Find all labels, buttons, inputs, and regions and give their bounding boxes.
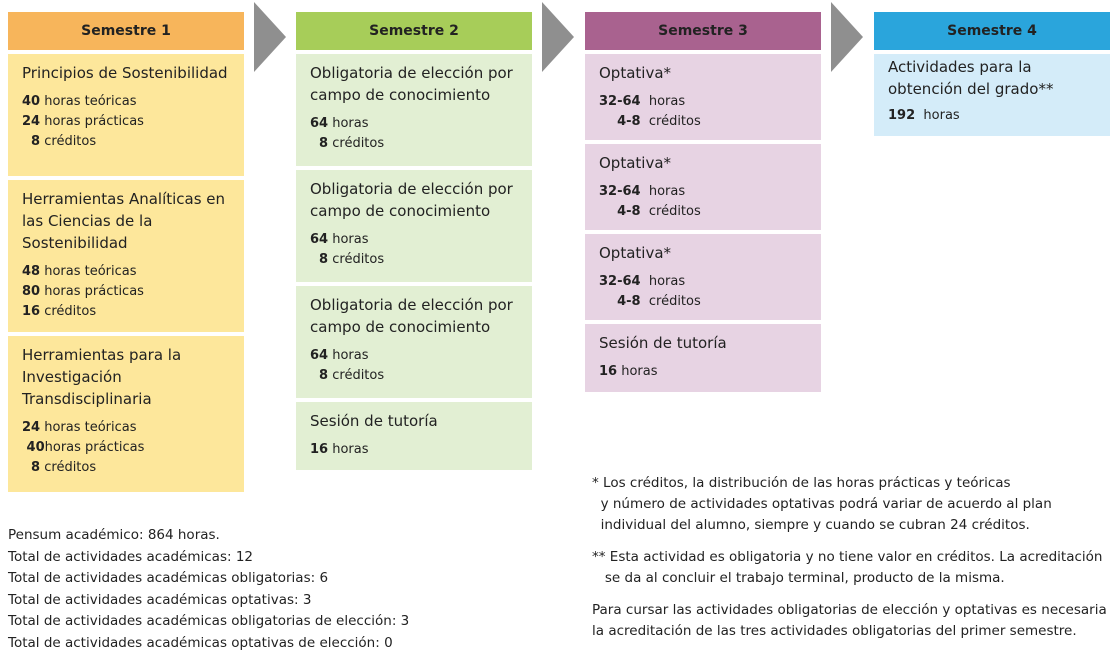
course-box: Sesión de tutoría 16 horas (585, 324, 821, 392)
semester-4-column: Semestre 4 Actividades para la obtención… (874, 12, 1110, 136)
course-hours-line: 24 horas teóricas (22, 420, 137, 435)
course-credits-line: 4-8 créditos (599, 204, 701, 219)
course-box: Sesión de tutoría 16 horas (296, 402, 532, 470)
course-hours-line: 24 horas prácticas (22, 114, 144, 129)
course-credits-line: 8 créditos (310, 136, 385, 151)
course-title: Obligatoria de elección por campo de con… (310, 64, 513, 104)
footnote-prerequisite: Para cursar las actividades obligatorias… (592, 602, 1107, 639)
course-box: Principios de Sostenibilidad 40 horas te… (8, 54, 244, 176)
footnote-credits: * Los créditos, la distribución de las h… (592, 475, 1052, 533)
course-hours-line: 40horas prácticas (22, 440, 145, 455)
course-credits-line: 8 créditos (22, 460, 97, 475)
course-title: Optativa* (599, 244, 672, 262)
arrow-right-icon (254, 2, 286, 72)
totals-line: Pensum académico: 864 horas. (8, 527, 220, 543)
semester-header: Semestre 2 (296, 12, 532, 50)
course-hours-line: 40 horas teóricas (22, 94, 137, 109)
totals-line: Total de actividades académicas optativa… (8, 634, 393, 651)
course-box: Optativa* 32-64 horas 4-8 créditos (585, 234, 821, 320)
totals-line: Total de actividades académicas obligato… (8, 570, 329, 586)
course-title: Principios de Sostenibilidad (22, 64, 228, 82)
course-box: Obligatoria de elección por campo de con… (296, 170, 532, 282)
course-hours-line: 32-64 horas (599, 274, 686, 289)
course-title: Actividades para la obtención del grado*… (888, 58, 1054, 98)
course-hours-line: 16 horas (310, 442, 369, 457)
totals-line: Total de actividades académicas obligato… (8, 613, 410, 629)
semester-header: Semestre 1 (8, 12, 244, 50)
course-credits-line: 4-8 créditos (599, 294, 701, 309)
course-box: Herramientas Analíticas en las Ciencias … (8, 180, 244, 332)
course-box: Optativa* 32-64 horas 4-8 créditos (585, 54, 821, 140)
semester-3-column: Semestre 3 Optativa* 32-64 horas 4-8 cré… (585, 12, 821, 392)
course-title: Herramientas para la Investigación Trans… (22, 346, 182, 408)
course-title: Herramientas Analíticas en las Ciencias … (22, 190, 226, 252)
course-hours-line: 64 horas (310, 116, 369, 131)
course-hours-line: 192 horas (888, 108, 960, 123)
course-credits-line: 16 créditos (22, 304, 97, 319)
totals-line: Total de actividades académicas optativa… (8, 591, 312, 608)
totals-line: Total de actividades académicas: 12 (8, 548, 253, 565)
course-title: Obligatoria de elección por campo de con… (310, 296, 513, 336)
semester-header: Semestre 4 (874, 12, 1110, 50)
course-hours-line: 64 horas (310, 348, 369, 363)
course-hours-line: 64 horas (310, 232, 369, 247)
course-box: Obligatoria de elección por campo de con… (296, 286, 532, 398)
course-credits-line: 8 créditos (310, 252, 385, 267)
course-title: Sesión de tutoría (310, 412, 438, 430)
course-box: Optativa* 32-64 horas 4-8 créditos (585, 144, 821, 230)
course-box: Actividades para la obtención del grado*… (874, 54, 1110, 136)
semester-1-column: Semestre 1 Principios de Sostenibilidad … (8, 12, 244, 492)
arrow-right-icon (542, 2, 574, 72)
footnotes: * Los créditos, la distribución de las h… (592, 473, 1117, 642)
course-title: Obligatoria de elección por campo de con… (310, 180, 513, 220)
semester-2-column: Semestre 2 Obligatoria de elección por c… (296, 12, 532, 470)
course-title: Sesión de tutoría (599, 334, 727, 352)
footnote-degree: ** Esta actividad es obligatoria y no ti… (592, 549, 1103, 586)
academic-totals: Pensum académico: 864 horas. Total de ac… (8, 525, 409, 654)
course-title: Optativa* (599, 64, 672, 82)
course-hours-line: 32-64 horas (599, 184, 686, 199)
course-title: Optativa* (599, 154, 672, 172)
course-credits-line: 8 créditos (22, 134, 97, 149)
course-hours-line: 48 horas teóricas (22, 264, 137, 279)
course-box: Herramientas para la Investigación Trans… (8, 336, 244, 492)
course-credits-line: 4-8 créditos (599, 114, 701, 129)
course-credits-line: 8 créditos (310, 368, 385, 383)
course-hours-line: 16 horas (599, 364, 658, 379)
course-hours-line: 80 horas prácticas (22, 284, 144, 299)
arrow-right-icon (831, 2, 863, 72)
course-hours-line: 32-64 horas (599, 94, 686, 109)
semester-header: Semestre 3 (585, 12, 821, 50)
course-box: Obligatoria de elección por campo de con… (296, 54, 532, 166)
